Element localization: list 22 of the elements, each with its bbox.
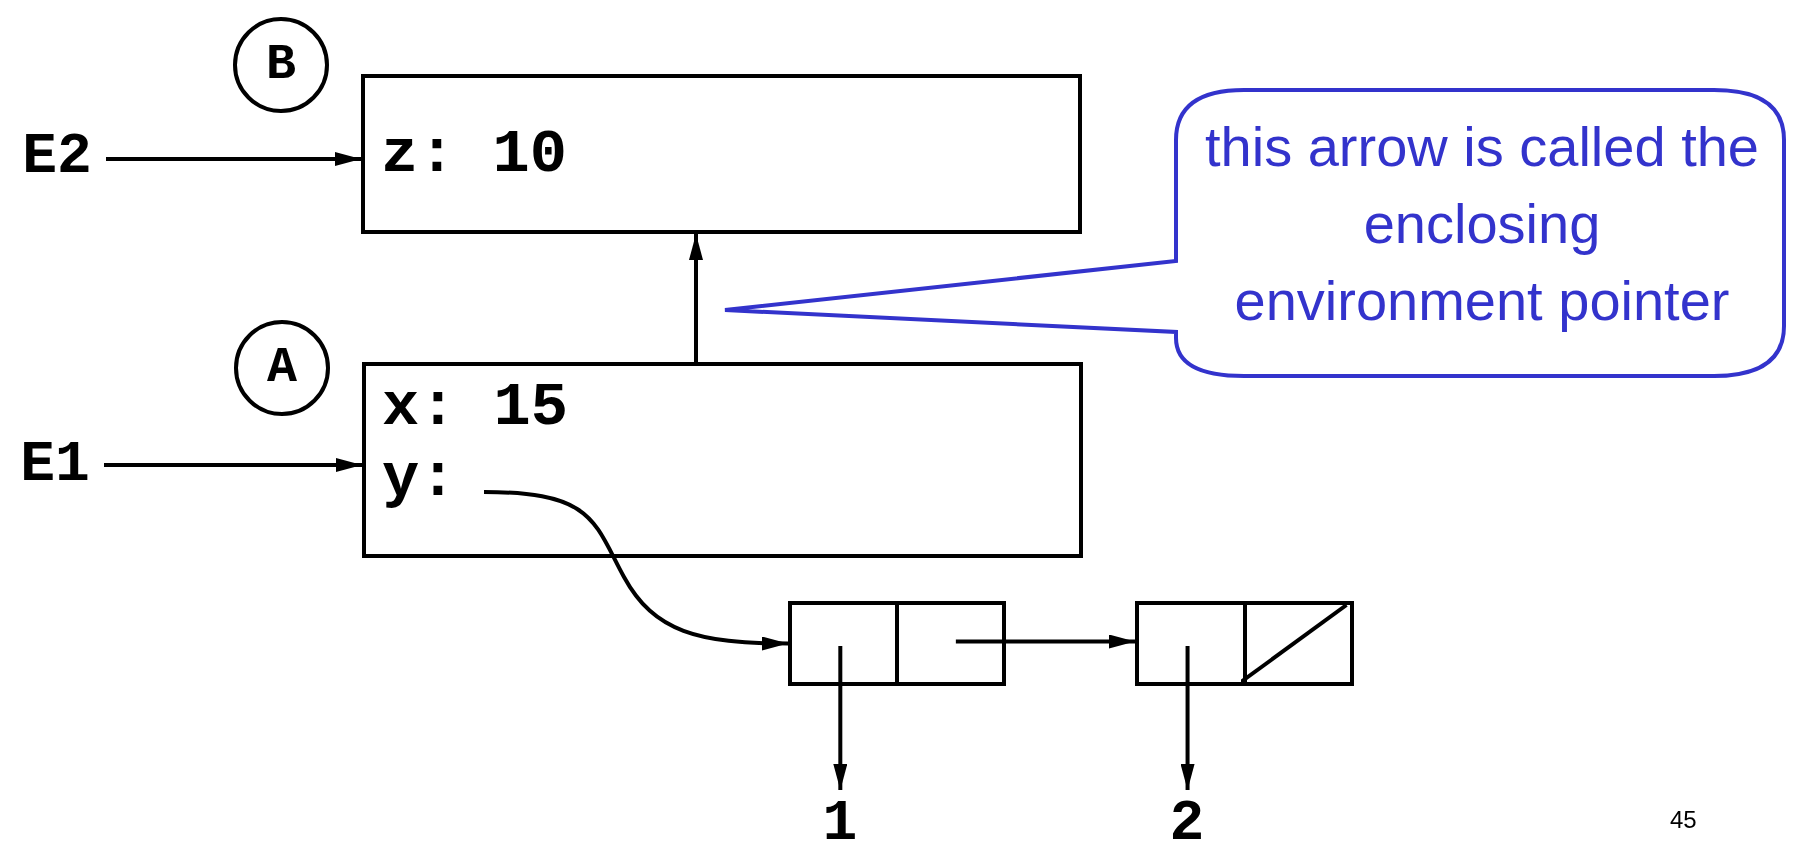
environment-frame	[361, 74, 1082, 234]
arrow	[483, 490, 789, 651]
arrow	[833, 646, 848, 790]
page-number: 45	[1670, 806, 1697, 834]
binding-text: y:	[382, 443, 457, 514]
arrow	[106, 152, 361, 166]
text-label: E1	[20, 436, 90, 494]
arrow	[1180, 646, 1195, 790]
cons-cell	[1135, 601, 1354, 686]
text-label: E2	[22, 128, 92, 186]
binding-text: z: 10	[381, 118, 568, 190]
cons-cell	[788, 601, 1006, 686]
circle-letter: A	[267, 343, 297, 393]
binding-text: x: 15	[382, 372, 569, 443]
environment-frame	[362, 362, 1083, 558]
callout-text: this arrow is called the enclosing environment pointer	[1204, 114, 1760, 334]
text-label: 1	[822, 795, 858, 853]
arrow	[104, 458, 362, 472]
arrow	[955, 634, 1135, 649]
arrow	[689, 234, 703, 362]
circle-letter: B	[266, 40, 296, 90]
text-label: 2	[1169, 795, 1205, 853]
